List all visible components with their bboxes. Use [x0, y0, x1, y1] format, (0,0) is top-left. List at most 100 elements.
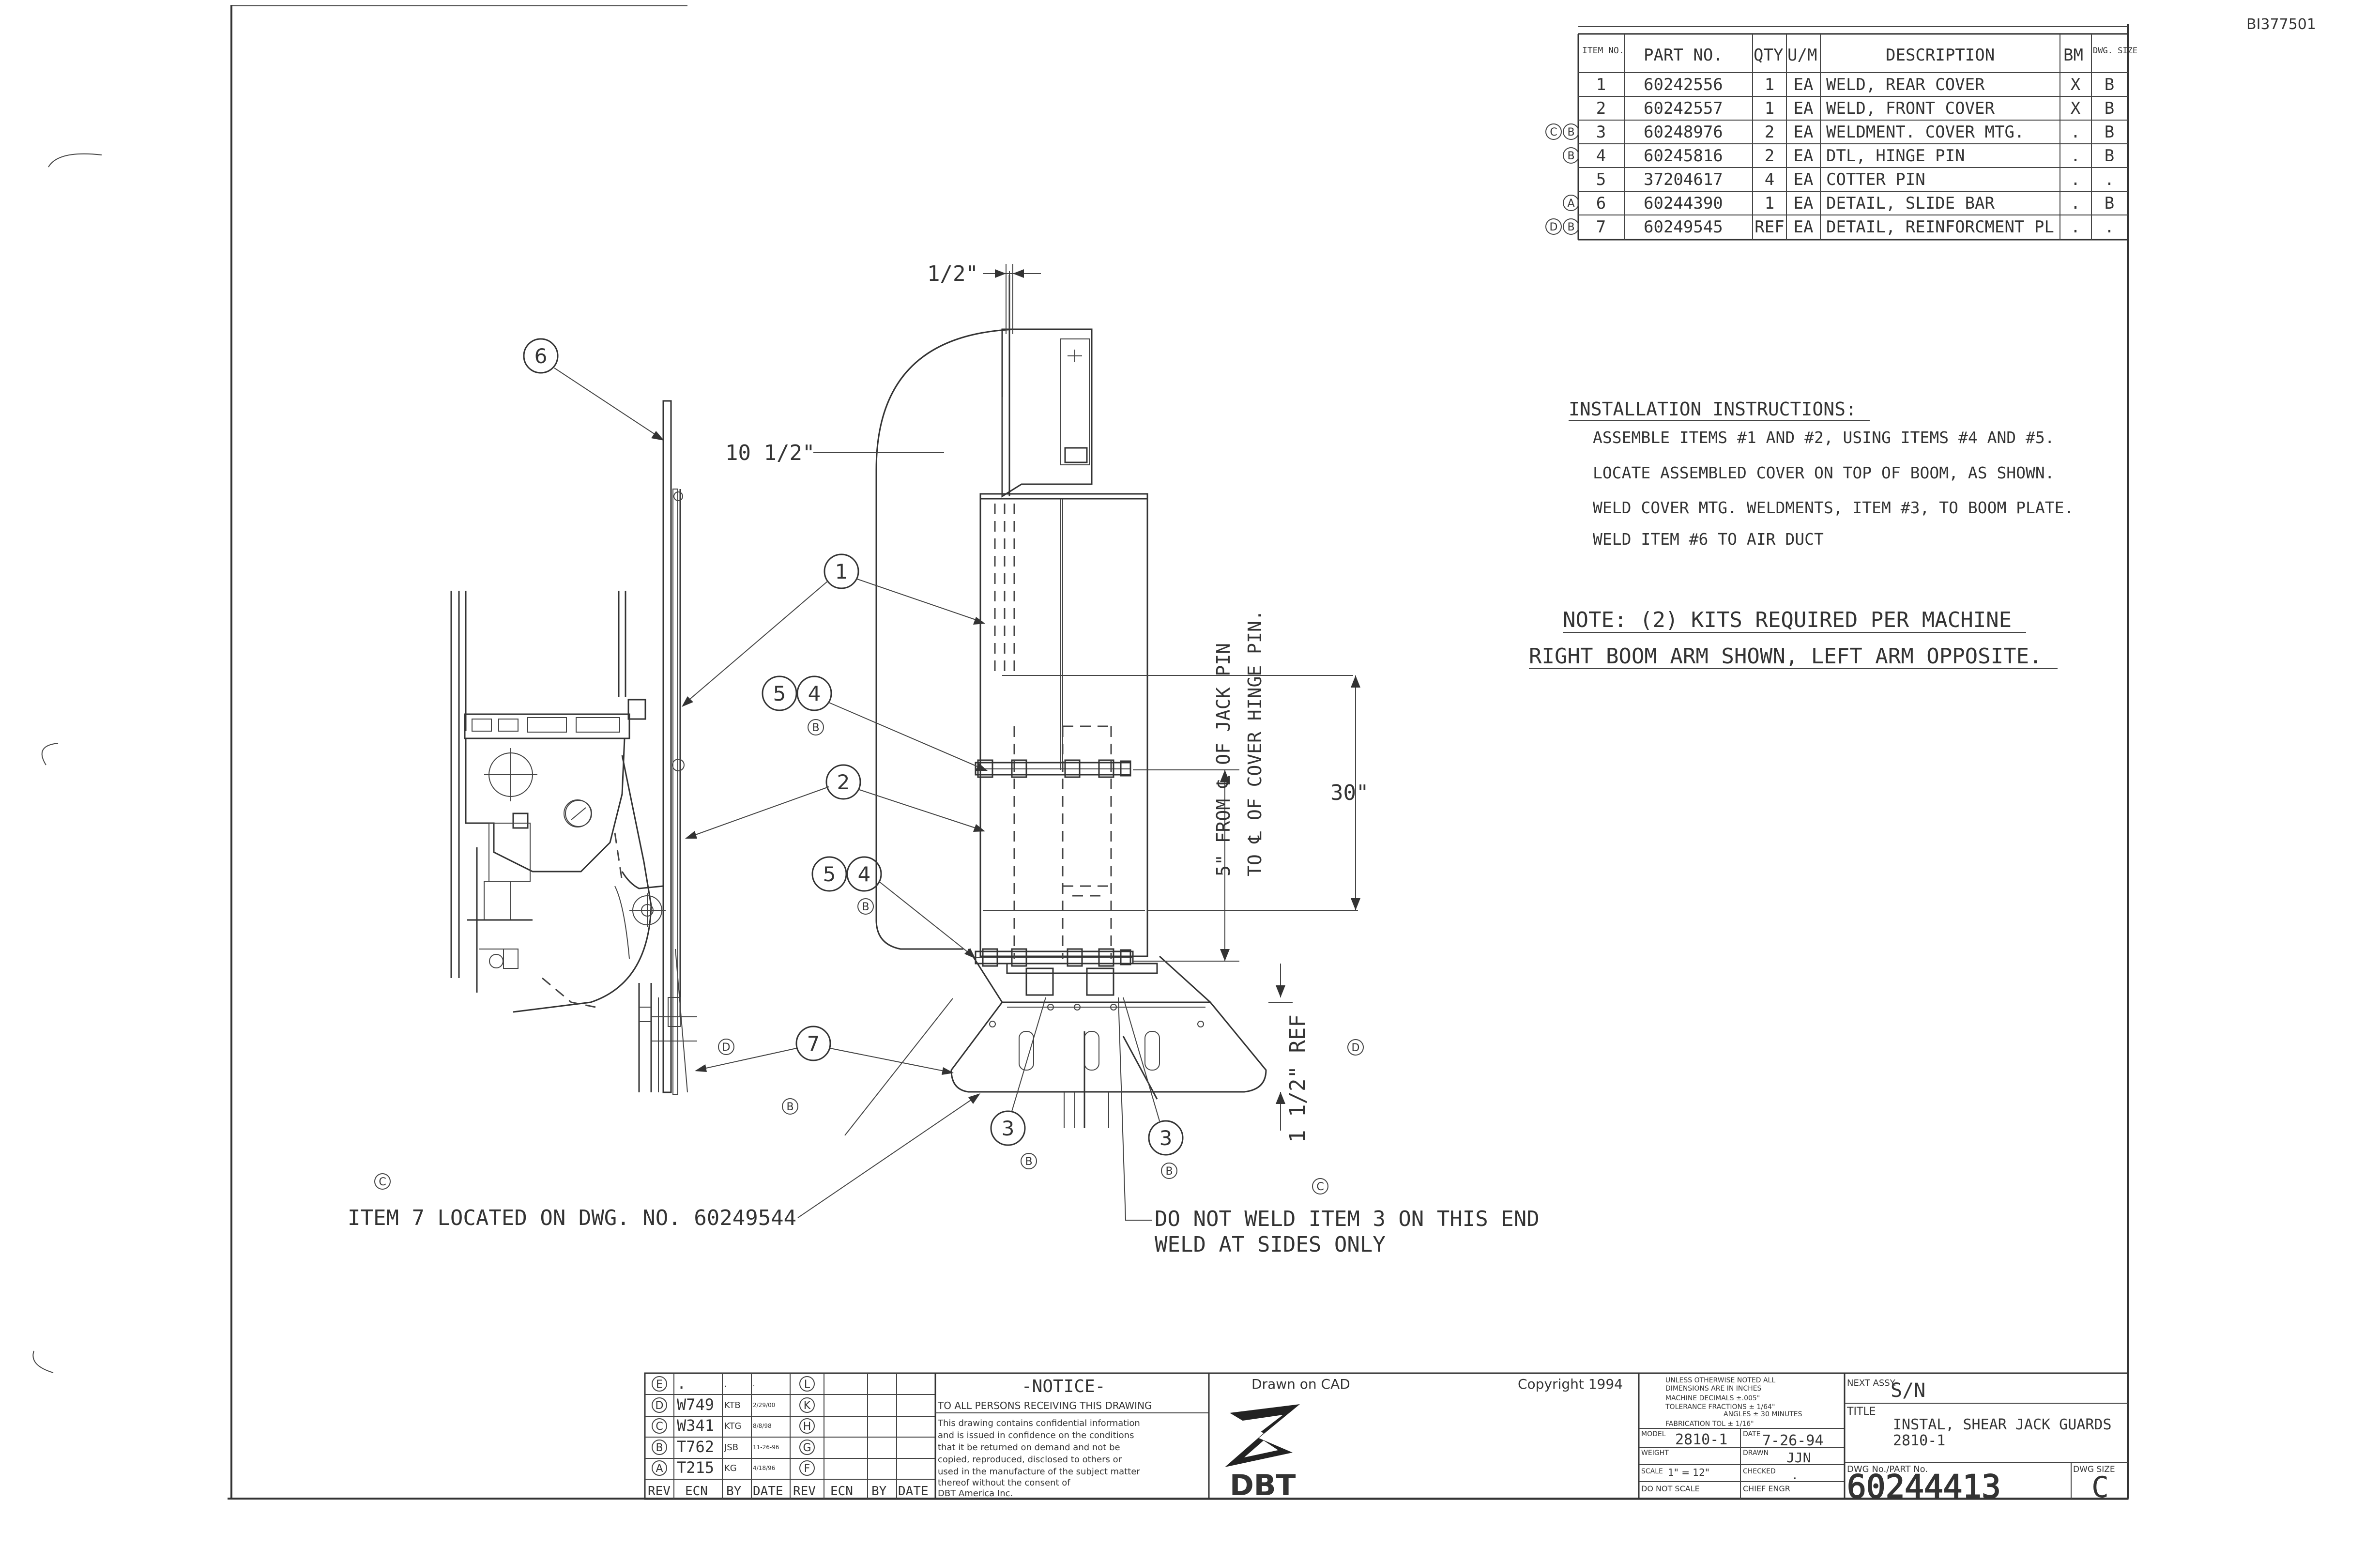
rev-mark: B — [812, 722, 819, 734]
rev-letter-circle — [799, 1440, 815, 1455]
rev-letter: E — [656, 1379, 663, 1391]
bom-um: EA — [1794, 217, 1814, 237]
bom-header-desc: DESCRIPTION — [1886, 46, 1995, 65]
balloon-1: 1 — [835, 560, 848, 583]
rev-mark: C — [1316, 1181, 1324, 1193]
rev-letter-circle — [652, 1418, 667, 1434]
rev-ecn: T762 — [677, 1438, 714, 1456]
rev-mark — [1545, 218, 1562, 235]
note-right-arm: RIGHT BOOM ARM SHOWN, LEFT ARM OPPOSITE. — [1529, 644, 2042, 669]
notice-block: -NOTICE- TO ALL PERSONS RECEIVING THIS D… — [934, 1372, 1210, 1500]
balloon-4a: 4 — [808, 682, 821, 705]
balloon-3a: 3 — [1002, 1117, 1015, 1140]
rev-footer: DATE — [898, 1484, 929, 1499]
rev-mark — [1545, 123, 1562, 140]
dim-thirty: 30" — [1330, 781, 1369, 805]
rev-by: KTB — [724, 1400, 741, 1410]
rev-mark: D — [1352, 1042, 1360, 1054]
rev-footer: BY — [726, 1484, 742, 1499]
rev-ecn: W341 — [677, 1416, 714, 1435]
rev-letter: F — [804, 1463, 810, 1475]
rev-letter-circle — [799, 1460, 815, 1476]
notice-body: used in the manufacture of the subject m… — [938, 1467, 1140, 1477]
rev-letter-circle — [652, 1376, 667, 1392]
rev-mark: D — [722, 1042, 731, 1054]
rev-ecn: T215 — [677, 1458, 714, 1477]
copyright: Copyright 1994 — [1518, 1376, 1623, 1392]
bom-header-bm: BM — [2063, 46, 2083, 65]
rev-mark — [1563, 123, 1579, 140]
bom-item: 3 — [1596, 123, 1606, 142]
bom-dwg-size: . — [2105, 217, 2114, 237]
bom-qty: REF — [1754, 217, 1784, 237]
tol-text: FABRICATION TOL ± 1/16" — [1665, 1420, 1754, 1428]
callout-weld-sides: WELD AT SIDES ONLY — [1155, 1232, 1386, 1257]
bom-desc: COTTER PIN — [1826, 170, 1925, 189]
bom-header-size: DWG. SIZE — [2093, 46, 2137, 56]
bom-desc: DTL, HINGE PIN — [1826, 146, 1965, 166]
bom-qty: 1 — [1765, 75, 1774, 94]
rev-date: 2/29/00 — [753, 1402, 775, 1409]
rev-mark-letter: B — [1567, 150, 1574, 162]
balloon-7: 7 — [807, 1032, 820, 1056]
drawing-title: INSTAL, SHEAR JACK GUARDS — [1893, 1416, 2112, 1433]
bom-desc: DETAIL, SLIDE BAR — [1826, 194, 1995, 213]
rev-footer: ECN — [830, 1484, 853, 1499]
dwg-no-label: DWG No./PART No. — [1847, 1464, 1928, 1474]
rev-mark: B — [1025, 1156, 1032, 1168]
bom-qty: 2 — [1765, 146, 1774, 166]
bom-part-no: 60244390 — [1644, 194, 1723, 213]
installation-instructions: INSTALLATION INSTRUCTIONS: ASSEMBLE ITEM… — [1569, 398, 2074, 549]
bom-dwg-size: B — [2105, 146, 2114, 166]
rev-mark: B — [862, 901, 869, 913]
next-assy-label: NEXT ASSY. — [1847, 1378, 1896, 1388]
dim-one-half-ref: 1 1/2" REF — [1285, 1014, 1310, 1143]
bom-item: 2 — [1596, 99, 1606, 118]
dim-ten-half: 10 1/2" — [725, 441, 815, 465]
scan-artifacts — [32, 153, 102, 1373]
rev-mark — [1563, 218, 1579, 235]
bom-bm: . — [2071, 170, 2080, 189]
bom-part-no: 60248976 — [1644, 123, 1723, 142]
checked-label: CHECKED — [1743, 1468, 1776, 1475]
model-label: MODEL — [1641, 1430, 1666, 1438]
rev-footer: REV — [648, 1484, 671, 1499]
rev-letter-circle — [652, 1397, 667, 1413]
bom-bm: X — [2071, 75, 2081, 94]
rev-mark-letter: B — [1567, 221, 1574, 233]
rev-letter: G — [803, 1442, 811, 1454]
model: 2810-1 — [1675, 1431, 1727, 1448]
rev-mark: B — [1165, 1165, 1173, 1178]
bom-desc: WELD, REAR COVER — [1826, 75, 1985, 94]
rev-date: 4/18/96 — [753, 1465, 775, 1471]
title-label: TITLE — [1846, 1406, 1876, 1418]
bill-of-material: ITEM NO. PART NO. QTY U/M DESCRIPTION BM… — [1545, 26, 2137, 241]
rev-letter: K — [804, 1400, 811, 1412]
bom-header-qty: QTY — [1754, 46, 1783, 65]
rev-letter: C — [656, 1421, 663, 1433]
rev-letter-circle — [652, 1460, 667, 1476]
bom-part-no: 60242557 — [1644, 99, 1723, 118]
instruction-line: LOCATE ASSEMBLED COVER ON TOP OF BOOM, A… — [1593, 463, 2055, 482]
instructions-title: INSTALLATION INSTRUCTIONS: — [1569, 398, 1857, 420]
rev-letter-circle — [799, 1376, 815, 1392]
instruction-line: WELD ITEM #6 TO AIR DUCT — [1593, 530, 1824, 549]
bom-header-um: U/M — [1787, 46, 1817, 65]
notice-body: and is issued in confidence on the condi… — [938, 1430, 1134, 1440]
front-view — [875, 271, 1353, 1128]
balloon-5b: 5 — [823, 862, 836, 886]
rev-ecn: . — [677, 1374, 686, 1393]
notes: NOTE: (2) KITS REQUIRED PER MACHINE RIGH… — [1529, 608, 2058, 669]
bom-part-no: 60245816 — [1644, 146, 1723, 166]
rev-letter: A — [656, 1463, 663, 1475]
tol-text: DIMENSIONS ARE IN INCHES — [1665, 1385, 1762, 1393]
balloon-2: 2 — [837, 770, 850, 794]
